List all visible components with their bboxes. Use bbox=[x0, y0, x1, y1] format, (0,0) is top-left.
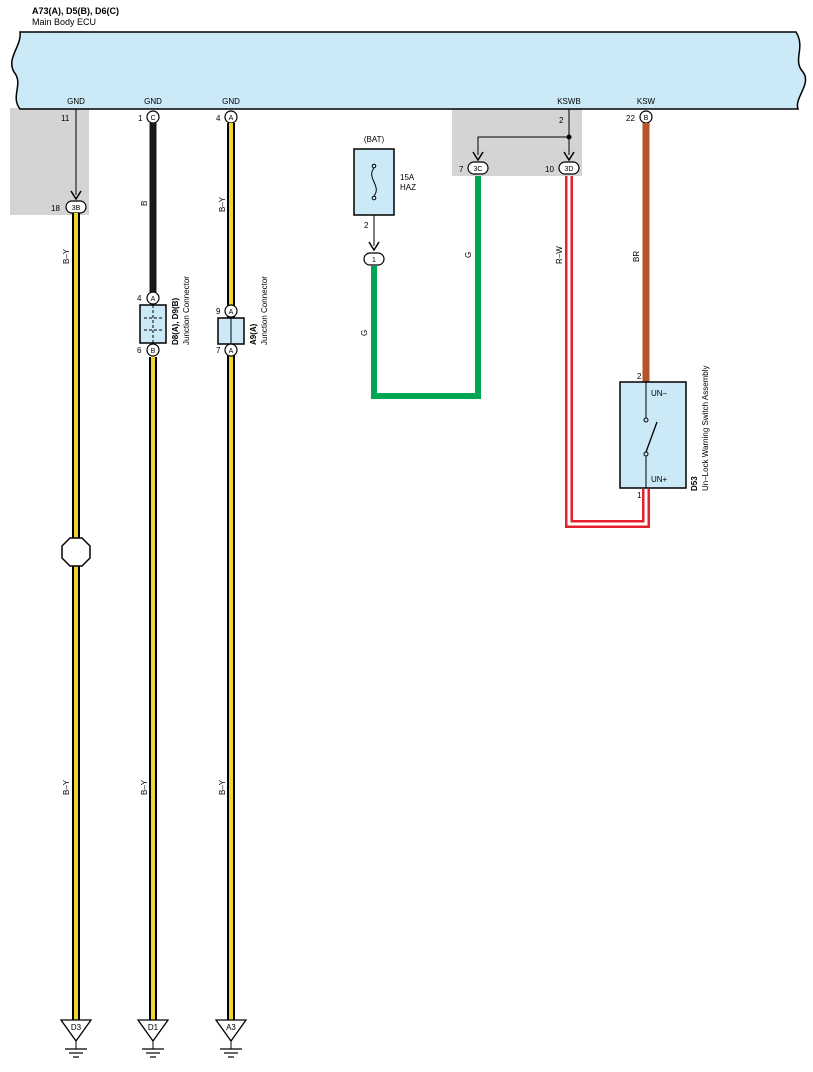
svg-text:C: C bbox=[150, 115, 155, 122]
junction-a9-codes: A9(A) bbox=[249, 323, 258, 345]
fuse-arrow bbox=[368, 241, 380, 252]
fuse-name: HAZ bbox=[400, 183, 416, 192]
svg-text:D3: D3 bbox=[71, 1023, 82, 1032]
fuse-15a-haz bbox=[353, 148, 395, 216]
splice-point bbox=[61, 537, 91, 567]
arrow-3d bbox=[563, 151, 575, 162]
sub-connector-3c: 3C bbox=[467, 161, 489, 175]
wire-label-w2-lower: B–Y bbox=[140, 779, 149, 795]
junction-d8-bottom-pin: 6 bbox=[137, 346, 142, 355]
fuse-source: (BAT) bbox=[364, 135, 385, 144]
pin-name-ksw: KSW bbox=[637, 97, 656, 106]
svg-text:3D: 3D bbox=[565, 166, 574, 173]
connector-circle-a: A bbox=[224, 110, 238, 124]
connector-circle-b: B bbox=[639, 110, 653, 124]
wire-label-w1-upper: B–Y bbox=[62, 248, 71, 264]
pin-number-22: 22 bbox=[626, 114, 635, 123]
pin-name-gnd-2: GND bbox=[144, 97, 162, 106]
fuse-rating: 15A bbox=[400, 173, 415, 182]
pin-number-1: 1 bbox=[138, 114, 143, 123]
unlock-warning-switch bbox=[619, 381, 687, 489]
pin-number-kswb: 2 bbox=[559, 116, 564, 125]
arrow-3c bbox=[472, 151, 484, 162]
svg-text:B: B bbox=[644, 115, 649, 122]
wire-red-white bbox=[565, 176, 650, 528]
internal-junction-dot bbox=[566, 134, 572, 140]
connector-circle-c: C bbox=[146, 110, 160, 124]
sub-connector-3b: 3B bbox=[65, 200, 87, 214]
ground-symbol-a3: A3 bbox=[214, 1019, 248, 1058]
wire-label-brown: BR bbox=[632, 251, 641, 262]
junction-a9-name: Junction Connector bbox=[260, 276, 269, 345]
wire-label-green-right: G bbox=[464, 252, 473, 258]
switch-pin-bottom: 1 bbox=[637, 491, 642, 500]
pin-name-gnd-1: GND bbox=[67, 97, 85, 106]
svg-text:3B: 3B bbox=[72, 205, 81, 212]
arrow-gnd1 bbox=[70, 190, 82, 201]
pin-number-11: 11 bbox=[61, 114, 70, 123]
switch-code: D53 bbox=[690, 476, 699, 491]
ecu-name: Main Body ECU bbox=[32, 17, 96, 27]
svg-text:A3: A3 bbox=[226, 1023, 236, 1032]
junction-connector-d8-d9: A B bbox=[139, 291, 167, 357]
junction-a9-bottom-pin: 7 bbox=[216, 346, 221, 355]
svg-text:3C: 3C bbox=[474, 166, 483, 173]
svg-text:A: A bbox=[151, 296, 156, 303]
junction-d8-name: Junction Connector bbox=[182, 276, 191, 345]
fuse-terminal-1: 1 bbox=[363, 252, 385, 266]
wire-label-green-left: G bbox=[360, 330, 369, 336]
pin-number-18: 18 bbox=[51, 204, 60, 213]
pin-number-7: 7 bbox=[459, 165, 464, 174]
wire-label-w3-upper: B–Y bbox=[218, 196, 227, 212]
wire-label-w2-upper: B bbox=[140, 201, 149, 206]
wire-green bbox=[371, 176, 481, 399]
connector-shade-left bbox=[10, 108, 89, 215]
ecu-body bbox=[11, 31, 807, 110]
svg-text:D1: D1 bbox=[148, 1023, 159, 1032]
ecu-connector-codes: A73(A), D5(B), D6(C) bbox=[32, 6, 119, 16]
ground-symbol-d3: D3 bbox=[59, 1019, 93, 1058]
svg-text:A: A bbox=[229, 348, 234, 355]
switch-pin-top: 2 bbox=[637, 372, 642, 381]
pin-name-gnd-3: GND bbox=[222, 97, 240, 106]
junction-d8-codes: D8(A), D9(B) bbox=[171, 298, 180, 345]
svg-text:A: A bbox=[229, 309, 234, 316]
switch-terminal-bottom: UN+ bbox=[651, 475, 668, 484]
junction-connector-a9: A A bbox=[217, 304, 245, 357]
ground-symbol-d1: D1 bbox=[136, 1019, 170, 1058]
fuse-pin-out: 2 bbox=[364, 221, 369, 230]
svg-text:A: A bbox=[229, 115, 234, 122]
wire-label-w3-lower: B–Y bbox=[218, 779, 227, 795]
wire-label-w1-lower: B–Y bbox=[62, 779, 71, 795]
switch-terminal-top: UN– bbox=[651, 389, 668, 398]
pin-number-10: 10 bbox=[545, 165, 554, 174]
junction-a9-top-pin: 9 bbox=[216, 307, 221, 316]
pin-name-kswb: KSWB bbox=[557, 97, 581, 106]
switch-name: Un–Lock Warning Switch Assembly bbox=[701, 365, 710, 491]
internal-branch-kswb bbox=[477, 136, 569, 155]
svg-text:1: 1 bbox=[372, 257, 376, 264]
junction-d8-top-pin: 4 bbox=[137, 294, 142, 303]
svg-text:B: B bbox=[151, 348, 156, 355]
pin-number-4: 4 bbox=[216, 114, 221, 123]
sub-connector-3d: 3D bbox=[558, 161, 580, 175]
wire-label-red: R–W bbox=[555, 246, 564, 264]
